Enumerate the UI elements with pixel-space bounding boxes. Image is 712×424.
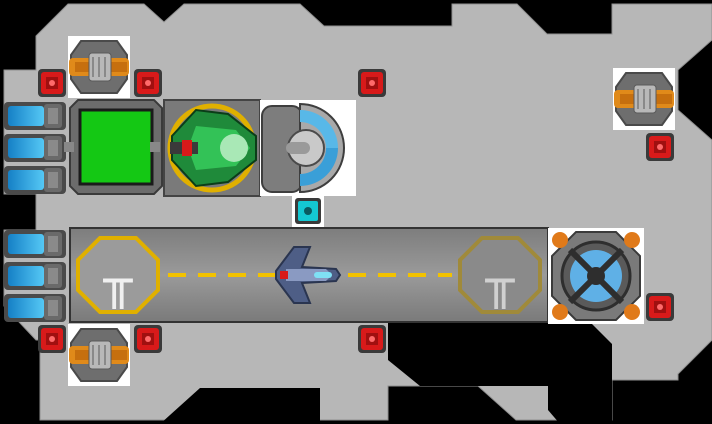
- thruster-top-1[interactable]: [4, 102, 66, 130]
- cyan-sensor-module[interactable]: [292, 195, 324, 227]
- red-module[interactable]: [358, 69, 386, 97]
- docked-fighter-ship[interactable]: [275, 246, 342, 304]
- thruster-bottom-2[interactable]: [4, 262, 66, 290]
- red-module[interactable]: [134, 69, 162, 97]
- gun-turret-right[interactable]: [612, 67, 676, 131]
- landing-pad-glyph: ╥: [103, 253, 134, 310]
- landing-pad-right[interactable]: ╥: [458, 236, 542, 314]
- gun-turret-top-left[interactable]: [67, 35, 131, 99]
- thruster-bottom-3[interactable]: [4, 294, 66, 322]
- red-module[interactable]: [646, 133, 674, 161]
- landing-pad-left[interactable]: ╥: [76, 236, 160, 314]
- red-module[interactable]: [646, 293, 674, 321]
- gun-turret-bottom-left[interactable]: [67, 323, 131, 387]
- cargo-module-green[interactable]: [64, 99, 163, 195]
- reactor-module[interactable]: [163, 99, 261, 197]
- thruster-top-3[interactable]: [4, 166, 66, 194]
- thruster-bottom-1[interactable]: [4, 230, 66, 258]
- red-module[interactable]: [134, 325, 162, 353]
- shield-generator-module[interactable]: [260, 100, 356, 196]
- red-module[interactable]: [38, 325, 66, 353]
- main-engine-module[interactable]: [548, 228, 644, 324]
- thruster-top-2[interactable]: [4, 134, 66, 162]
- red-module[interactable]: [358, 325, 386, 353]
- red-module[interactable]: [38, 69, 66, 97]
- landing-pad-glyph: ╥: [485, 253, 516, 310]
